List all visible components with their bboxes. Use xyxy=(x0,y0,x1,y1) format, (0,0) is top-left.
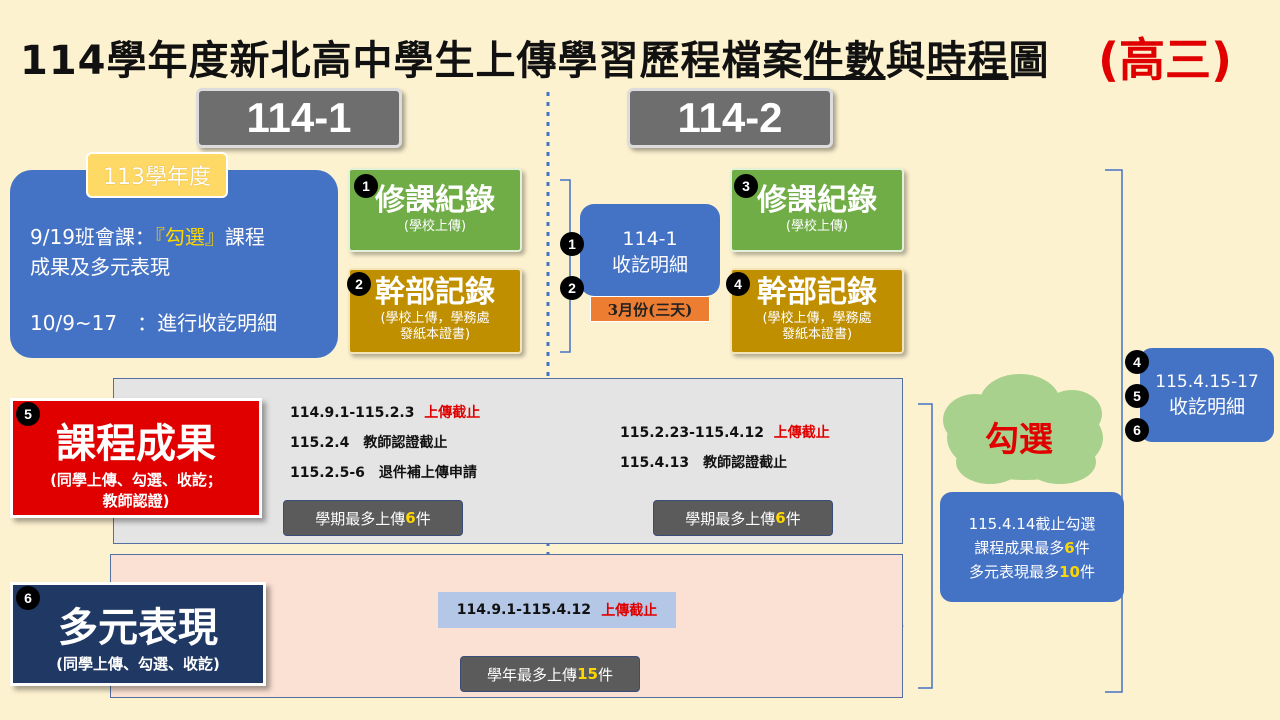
step-badge-5: 5 xyxy=(16,402,40,426)
step-badge-4: 4 xyxy=(726,272,750,296)
semester-header-1: 114-1 xyxy=(196,88,402,148)
cadre-record-card-1: 幹部記錄 (學校上傳，學務處 發紙本證書) xyxy=(348,268,522,354)
s1-reupload-window: 115.2.5-6 退件補上傳申請 xyxy=(290,465,477,481)
receipt-period-tag: 3月份(三天) xyxy=(590,296,710,322)
cloud-shape xyxy=(943,374,1103,484)
course-record-title: 修課紀錄 xyxy=(375,183,495,218)
year-info-line2: 成果及多元表現 xyxy=(30,255,170,279)
s2-teacher-deadline: 115.4.13 教師認證截止 xyxy=(620,455,788,471)
title-mid: 與 xyxy=(885,38,927,84)
title-underline-schedule: 時程 xyxy=(926,38,1009,84)
title-grade-label: (高三) xyxy=(1098,33,1233,87)
title-text: 114學年度新北高中學生上傳學習歷程檔案 xyxy=(20,38,804,84)
middle-bracket xyxy=(560,179,571,353)
multi-title: 多元表現 xyxy=(58,605,218,651)
select-deadline-box: 115.4.14截止勾選 課程成果最多6件 多元表現最多10件 xyxy=(940,492,1124,602)
title-underline-count: 件數 xyxy=(803,38,886,84)
course-record-sub: (學校上傳) xyxy=(403,218,467,234)
course-record-card-2: 修課紀錄 (學校上傳) xyxy=(730,168,904,252)
receipt-badge-2: 2 xyxy=(560,276,584,300)
select-cloud-label: 勾選 xyxy=(985,420,1053,460)
cadre-record-card-2: 幹部記錄 (學校上傳，學務處 發紙本證書) xyxy=(730,268,904,354)
year-info-box: 9/19班會課：『勾選』課程 成果及多元表現 10/9~17 ：進行收訖明細 xyxy=(10,170,338,358)
title-suffix: 圖 xyxy=(1008,38,1050,84)
year-info-line1: 9/19班會課：『勾選』課程 xyxy=(30,225,265,249)
cadre-record-title: 幹部記錄 xyxy=(375,275,495,310)
multi-box: 多元表現 (同學上傳、勾選、收訖) xyxy=(10,582,266,686)
step-badge-6: 6 xyxy=(16,586,40,610)
receipt-badge-4: 4 xyxy=(1125,350,1149,374)
year-tag: 113學年度 xyxy=(86,152,228,198)
right-bracket xyxy=(1105,169,1123,693)
s1-upload-deadline: 114.9.1-115.2.3 上傳截止 xyxy=(290,405,481,421)
semester-header-2: 114-2 xyxy=(627,88,833,148)
receipt-badge-1: 1 xyxy=(560,232,584,256)
s1-teacher-deadline: 115.2.4 教師認證截止 xyxy=(290,435,448,451)
step-badge-3: 3 xyxy=(734,174,758,198)
page-title: 114學年度新北高中學生上傳學習歷程檔案件數與時程圖 xyxy=(20,28,1049,84)
receipt-badge-6: 6 xyxy=(1125,418,1149,442)
select-bracket xyxy=(918,403,933,689)
course-results-title: 課程成果 xyxy=(56,421,216,467)
step-badge-2: 2 xyxy=(347,272,371,296)
course-results-box: 課程成果 (同學上傳、勾選、收訖； 教師認證) xyxy=(10,398,262,518)
select-highlight: 『勾選』 xyxy=(154,225,225,249)
multi-upload-deadline: 114.9.1-115.4.12 上傳截止 xyxy=(438,592,676,628)
year-info-line3: 10/9~17 ：進行收訖明細 xyxy=(30,311,278,335)
receipt-badge-5: 5 xyxy=(1125,384,1149,408)
step-badge-1: 1 xyxy=(354,174,378,198)
receipt-box-2: 115.4.15-17 收訖明細 xyxy=(1140,348,1274,442)
s2-upload-deadline: 115.2.23-115.4.12 上傳截止 xyxy=(620,425,830,441)
receipt-box-1: 114-1 收訖明細 xyxy=(580,204,720,296)
